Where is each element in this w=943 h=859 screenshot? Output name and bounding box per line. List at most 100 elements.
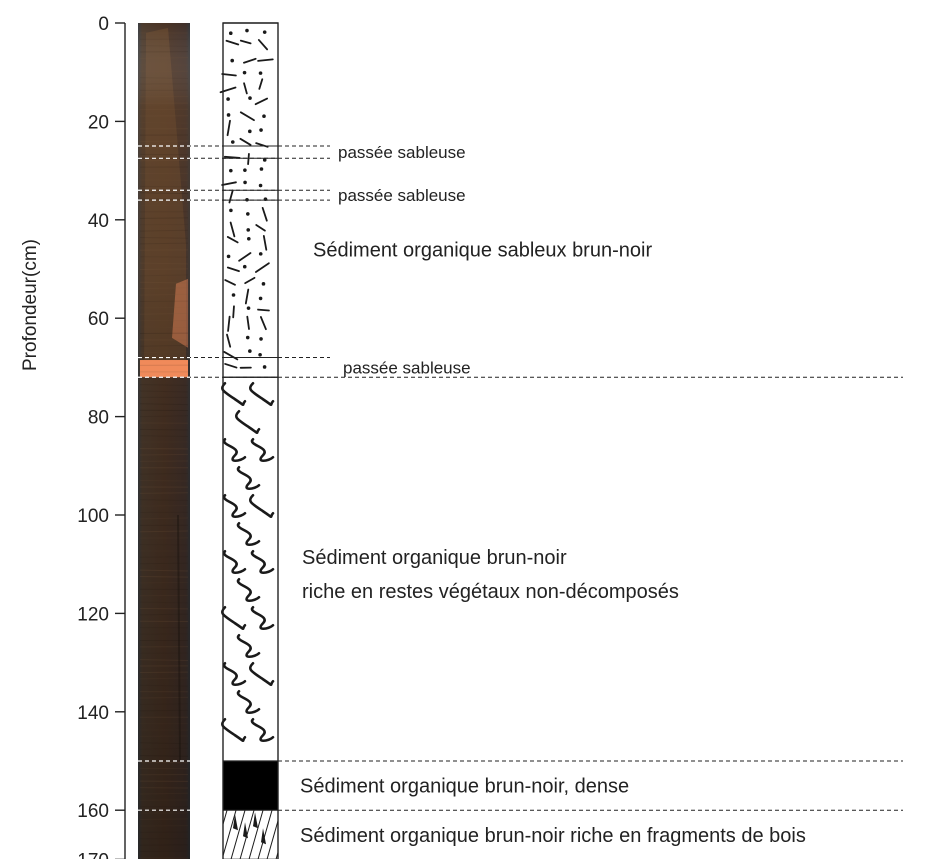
sand-dot — [261, 282, 266, 286]
depth-tick-label: 170 — [77, 850, 109, 859]
wood-hatch — [248, 810, 264, 859]
core-texture-streak — [139, 742, 189, 745]
core-texture-streak — [139, 351, 189, 354]
core-texture-streak — [139, 761, 189, 764]
core-texture-streak — [139, 492, 189, 494]
plant-remain-squiggle — [222, 493, 247, 519]
organic-dash — [224, 363, 238, 369]
depth-axis-title: Profondeur(cm) — [20, 239, 41, 371]
sand-dot — [262, 158, 267, 162]
sand-dot — [226, 113, 231, 117]
core-texture-streak — [139, 556, 189, 558]
core-sand-layer — [140, 360, 188, 378]
sand-dot — [259, 167, 264, 171]
organic-dash — [244, 288, 250, 305]
organic-dash — [224, 279, 236, 286]
organic-dash — [243, 82, 248, 95]
core-texture-streak — [139, 357, 189, 360]
sand-dot — [242, 264, 247, 269]
organic-dash — [221, 181, 237, 186]
organic-dash — [226, 266, 240, 273]
organic-dash — [226, 119, 231, 137]
plant-remain-squiggle — [236, 689, 261, 715]
unit-label: Sédiment organique sableux brun-noir — [313, 239, 652, 261]
sand-dot — [229, 168, 233, 173]
core-texture-streak — [139, 403, 189, 406]
wood-fragment — [253, 812, 258, 829]
organic-dash — [232, 305, 235, 319]
wood-hatch — [257, 810, 273, 859]
wood-fragment — [261, 828, 266, 845]
organic-dash — [255, 224, 266, 232]
sand-dot — [246, 228, 251, 232]
depth-tick-label: 0 — [98, 14, 109, 35]
unit-label: Sédiment organique brun-noir riche en fr… — [300, 825, 806, 847]
core-texture-streak — [139, 242, 189, 245]
organic-dash — [226, 236, 239, 244]
organic-dash — [223, 351, 239, 361]
sand-layer-label: passée sableuse — [338, 143, 466, 162]
plant-remain-squiggle — [235, 409, 261, 435]
core-texture-streak — [139, 696, 189, 699]
core-texture-streak — [139, 709, 189, 712]
core-texture-streak — [139, 792, 189, 795]
core-texture-streak — [139, 613, 189, 616]
depth-tick-label: 40 — [88, 211, 109, 232]
sand-dot — [258, 296, 263, 301]
core-texture-streak — [139, 268, 189, 270]
log-unit-sandy-pattern — [219, 28, 274, 369]
depth-tick-label: 20 — [88, 112, 109, 133]
boundary-lines — [138, 145, 903, 811]
organic-dash — [229, 221, 236, 238]
sand-dot — [262, 365, 267, 369]
sand-dot — [245, 28, 249, 33]
organic-dash — [244, 276, 256, 285]
sand-dot — [230, 140, 235, 144]
core-texture-streak — [139, 562, 189, 565]
core-texture-streak — [139, 312, 189, 315]
core-texture-streak — [139, 281, 189, 284]
core-texture-streak — [139, 576, 189, 578]
core-texture-streak — [139, 499, 189, 502]
sand-dot — [248, 96, 252, 100]
core-texture-streak — [139, 326, 189, 329]
core-texture-streak — [139, 237, 189, 239]
core-texture-streak — [139, 274, 189, 277]
log-outline — [222, 22, 279, 859]
core-texture-streak — [139, 377, 189, 380]
sand-dot — [248, 129, 252, 134]
sand-layer-label: passée sableuse — [343, 358, 471, 377]
plant-remain-squiggle — [222, 437, 247, 463]
sand-dot — [259, 128, 263, 132]
plant-remain-squiggle — [250, 549, 275, 575]
plant-remain-squiggle — [236, 465, 261, 491]
depth-tick-label: 100 — [77, 506, 109, 527]
core-texture-streak — [139, 262, 189, 265]
plant-remain-squiggle — [249, 493, 275, 519]
organic-dash — [258, 78, 264, 90]
sand-dot — [262, 114, 266, 119]
organic-dash — [254, 97, 269, 106]
log-mask-left — [209, 810, 223, 859]
sand-dot — [230, 58, 235, 63]
log-unit-wood-pattern — [212, 810, 291, 859]
sand-dot — [246, 212, 250, 216]
plant-remain-squiggle — [250, 437, 275, 463]
sand-dot — [226, 97, 230, 101]
core-texture-streak — [139, 473, 189, 475]
wood-hatch — [230, 810, 246, 859]
organic-dash — [238, 252, 252, 262]
organic-dash — [239, 137, 252, 146]
core-texture-streak — [139, 45, 189, 47]
organic-dash — [223, 155, 241, 159]
core-photo-column — [138, 23, 190, 859]
core-texture-streak — [139, 703, 189, 705]
organic-dash — [257, 39, 269, 51]
organic-dash — [226, 333, 232, 348]
depth-tick-label: 160 — [77, 801, 109, 822]
sand-dot — [243, 168, 247, 172]
core-texture-streak — [139, 229, 189, 232]
core-texture-streak — [139, 57, 189, 59]
sand-dot — [258, 71, 263, 75]
